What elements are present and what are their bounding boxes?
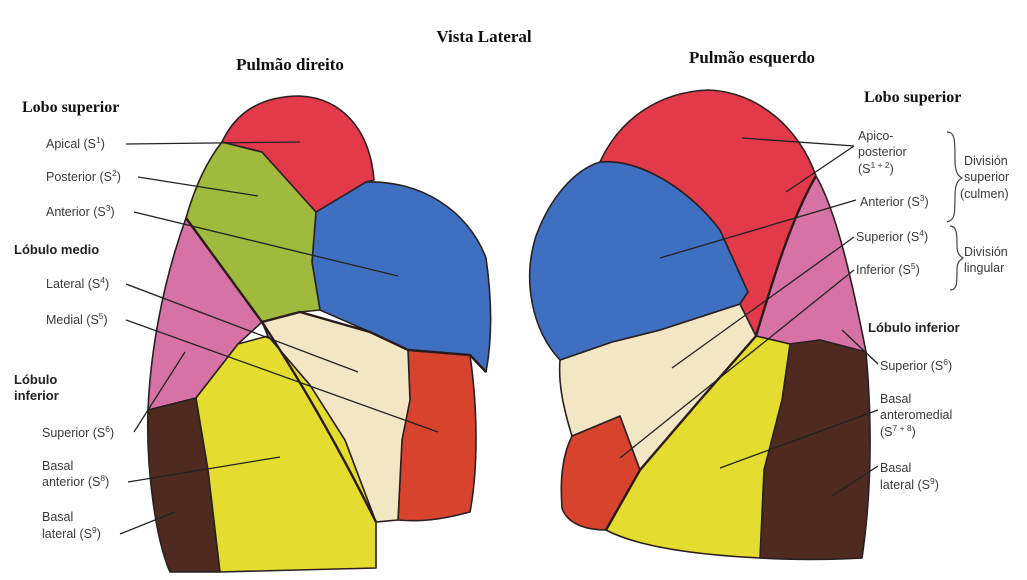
label-right-medial: Medial (S5)	[46, 311, 108, 327]
label-right-lateral: Lateral (S4)	[46, 275, 109, 291]
label-left-apicoposterior-1: Apico-	[858, 129, 893, 143]
brace-division-lingular	[950, 226, 963, 290]
division-superior-line1: División	[964, 154, 1008, 168]
label-left-anterior: Anterior (S3)	[860, 193, 929, 209]
label-left-apicoposterior-3: (S1 + 2)	[858, 160, 894, 176]
division-superior-line2: superior	[964, 170, 1009, 184]
right-lower-lobe-label-1: Lóbulo	[14, 372, 57, 387]
left-lung	[530, 90, 870, 560]
label-right-basal-lateral-2: lateral (S9)	[42, 525, 101, 541]
left-upper-lobe-label: Lobo superior	[864, 89, 961, 106]
label-left-basal-lat-2: lateral (S9)	[880, 476, 939, 492]
brace-division-superior	[947, 132, 962, 222]
right-lung	[148, 96, 491, 572]
right-middle-lobe-label: Lóbulo medio	[14, 242, 99, 257]
right-upper-lobe-label: Lobo superior	[22, 99, 119, 116]
label-left-superior: Superior (S6)	[880, 357, 952, 373]
label-left-basal-am-2: anteromedial	[880, 408, 952, 422]
diagram-title: Vista Lateral	[436, 27, 531, 46]
label-left-basal-am-1: Basal	[880, 392, 911, 406]
label-right-basal-anterior-1: Basal	[42, 459, 73, 473]
left-lower-lobe-label: Lóbulo inferior	[868, 320, 960, 335]
label-right-anterior: Anterior (S3)	[46, 203, 115, 219]
label-left-superior-lingular: Superior (S4)	[856, 228, 928, 244]
division-superior-line3: (culmen)	[960, 187, 1009, 201]
label-right-basal-lateral-1: Basal	[42, 510, 73, 524]
label-left-basal-lat-1: Basal	[880, 461, 911, 475]
label-right-superior: Superior (S6)	[42, 424, 114, 440]
label-left-basal-am-3: (S7 + 8)	[880, 423, 916, 439]
division-lingular-line2: lingular	[964, 261, 1004, 275]
label-right-apical: Apical (S1)	[46, 135, 105, 151]
left-lung-title: Pulmão esquerdo	[689, 48, 815, 67]
right-lower-lobe-label-2: inferior	[14, 388, 59, 403]
label-left-inferior-lingular: Inferior (S5)	[856, 261, 920, 277]
label-left-apicoposterior-2: posterior	[858, 145, 907, 159]
label-right-basal-anterior-2: anterior (S8)	[42, 473, 109, 489]
label-right-posterior: Posterior (S2)	[46, 168, 121, 184]
right-lung-title: Pulmão direito	[236, 55, 344, 74]
division-lingular-line1: División	[964, 245, 1008, 259]
